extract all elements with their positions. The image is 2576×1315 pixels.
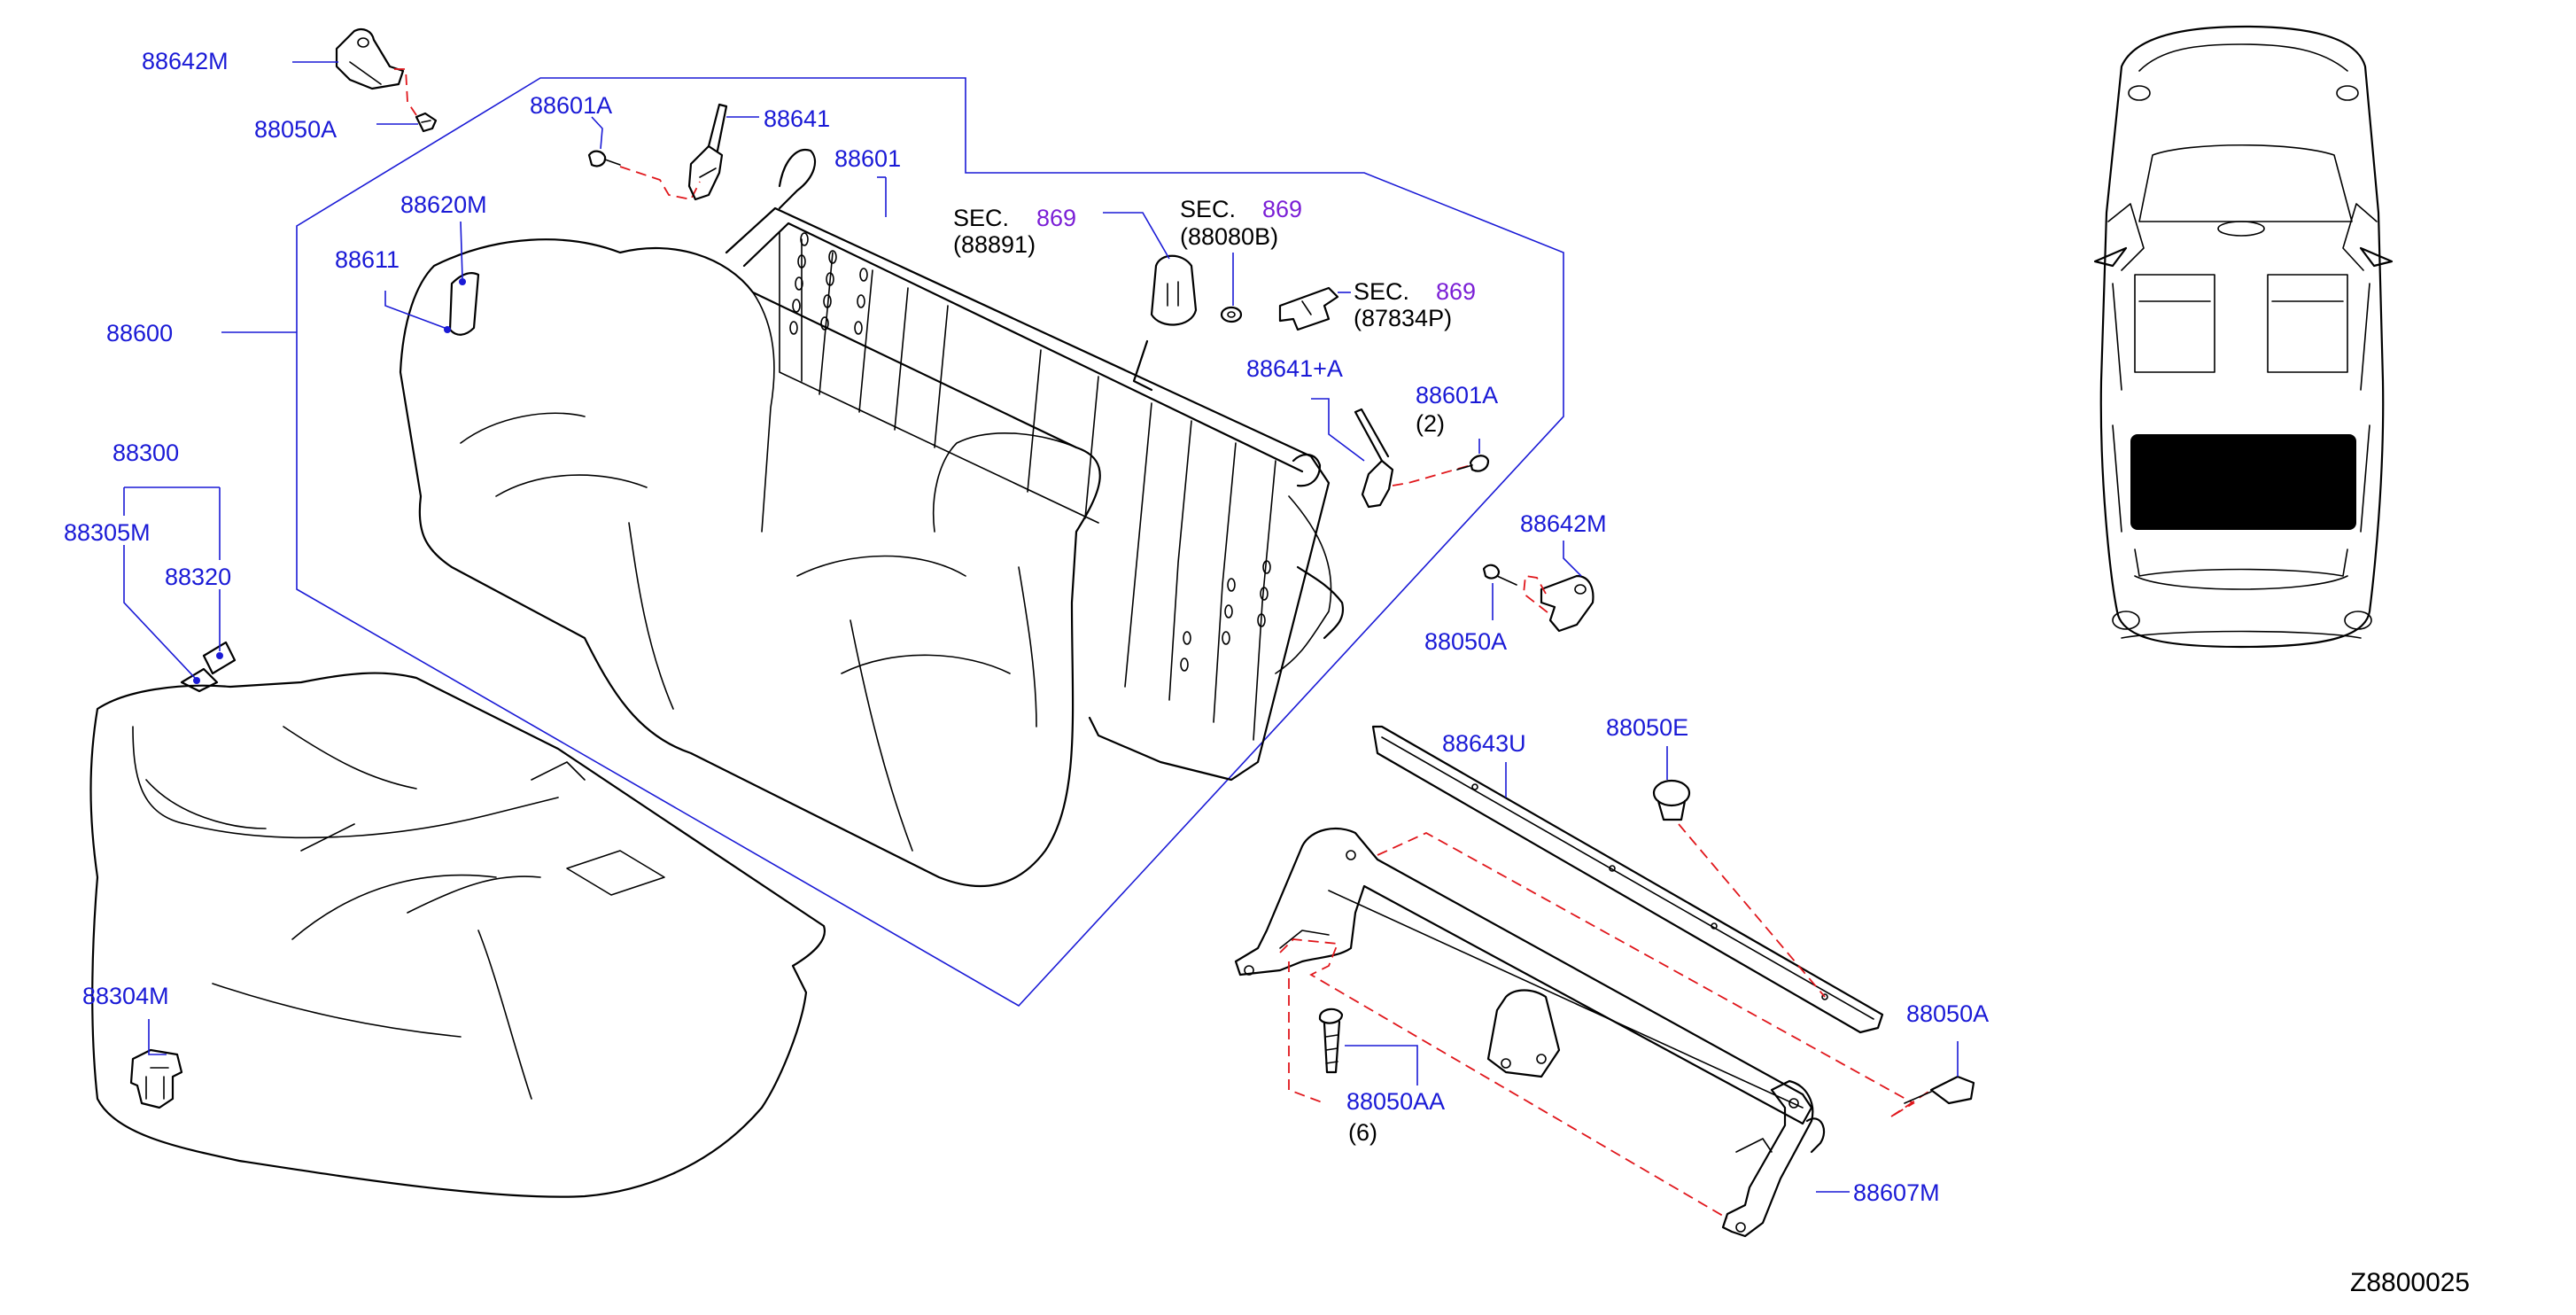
- leader-88304M: [148, 1019, 167, 1055]
- callout-88050A-right: 88050A: [1424, 628, 1507, 655]
- callout-88601A-qty: (2): [1416, 410, 1445, 437]
- bolt-88050A-top: [415, 112, 438, 133]
- dash-88050E: [1678, 823, 1826, 998]
- callout-88607M: 88607M: [1853, 1179, 1940, 1206]
- leader-sec-88891: [1103, 212, 1170, 260]
- callout-88601: 88601: [834, 145, 901, 172]
- callout-88304M: 88304M: [82, 983, 169, 1009]
- sec-ref-prefix-3: SEC.: [1354, 278, 1409, 305]
- leader-88620M: [460, 221, 463, 279]
- vehicle-location-locator: [2093, 25, 2394, 649]
- callout-88320: 88320: [165, 564, 231, 590]
- callout-88305M: 88305M: [64, 519, 151, 546]
- leader-88305M: [123, 545, 196, 679]
- headrest-guide: [1132, 254, 1198, 392]
- sec-ref-prefix-2: SEC.: [1180, 196, 1236, 222]
- belt-guide-88641A: [1354, 408, 1394, 509]
- callout-88050AA-qty: (6): [1348, 1119, 1377, 1146]
- leader-88050AA: [1345, 1045, 1418, 1085]
- trim-clip: [1278, 286, 1339, 331]
- callout-88050E: 88050E: [1606, 714, 1688, 741]
- callout-88611: 88611: [335, 246, 400, 273]
- callout-88641A: 88641+A: [1246, 355, 1343, 382]
- sec-ref-code-3: (87834P): [1354, 305, 1452, 331]
- dash-frame-bottom: [1279, 938, 1728, 1219]
- seat-location-highlight: [2130, 434, 2356, 530]
- bolt-88601A-top: [587, 150, 621, 167]
- callout-88643U: 88643U: [1442, 730, 1526, 757]
- callout-88050AA: 88050AA: [1346, 1088, 1445, 1115]
- dash-88642M-top: [394, 68, 417, 116]
- callout-88641: 88641: [764, 105, 830, 132]
- bolt-88050A-far: [1904, 1075, 1975, 1105]
- seat-back-cushion: [399, 238, 1101, 888]
- dash-frame-top: [1377, 831, 1915, 1117]
- striker-bracket-88642M-right: [1540, 574, 1594, 633]
- sec-ref-code-1: (88891): [953, 231, 1036, 258]
- seat-frame-88607M: [1234, 827, 1826, 1238]
- clip-88304M: [129, 1048, 183, 1109]
- callout-88600: 88600: [106, 320, 173, 346]
- tag-88620M: [444, 271, 480, 336]
- leader-88611: [384, 291, 446, 329]
- callout-88050A-far: 88050A: [1906, 1000, 1989, 1027]
- dash-88642M-right: [1523, 574, 1553, 617]
- callout-88601A-top: 88601A: [530, 92, 612, 119]
- washer: [1220, 306, 1243, 323]
- leader-88641A: [1311, 398, 1365, 462]
- sec-ref-number-1: 869: [1036, 205, 1076, 231]
- bolt-88601A-right: [1456, 455, 1490, 472]
- tag-88320: [202, 641, 237, 675]
- callout-88642M-top: 88642M: [142, 48, 229, 74]
- tag-88305M: [180, 667, 219, 693]
- sec-ref-prefix-1: SEC.: [953, 205, 1009, 231]
- sec-ref-code-2: (88080B): [1180, 223, 1278, 250]
- rail-88643U: [1371, 725, 1884, 1034]
- dash-88601A-top: [619, 166, 701, 201]
- callout-88642M-right: 88642M: [1520, 510, 1607, 537]
- callout-88050A-top: 88050A: [254, 116, 337, 143]
- dash-88601A-right: [1392, 464, 1471, 486]
- leader-88601A-top: [591, 116, 603, 150]
- diagram-id: Z8800025: [2350, 1268, 2470, 1297]
- sec-ref-number-3: 869: [1436, 278, 1476, 305]
- bolt-88050A-right: [1482, 564, 1517, 586]
- callout-88300: 88300: [113, 440, 179, 466]
- callout-88620M: 88620M: [400, 191, 487, 218]
- grommet-88050E: [1652, 779, 1691, 821]
- dash-88050AA: [1288, 961, 1325, 1104]
- leader-88642M-right: [1563, 541, 1582, 577]
- sec-ref-number-2: 869: [1262, 196, 1302, 222]
- seat-cushion: [89, 672, 826, 1198]
- striker-bracket-88642M-top: [335, 27, 405, 90]
- seat-back-assembly-outline: [296, 77, 1564, 1008]
- bolt-88050AA: [1318, 1008, 1344, 1074]
- belt-guide-88641: [687, 103, 728, 201]
- seat-back-frame: [725, 148, 1345, 782]
- callout-88601A-right: 88601A: [1416, 382, 1498, 409]
